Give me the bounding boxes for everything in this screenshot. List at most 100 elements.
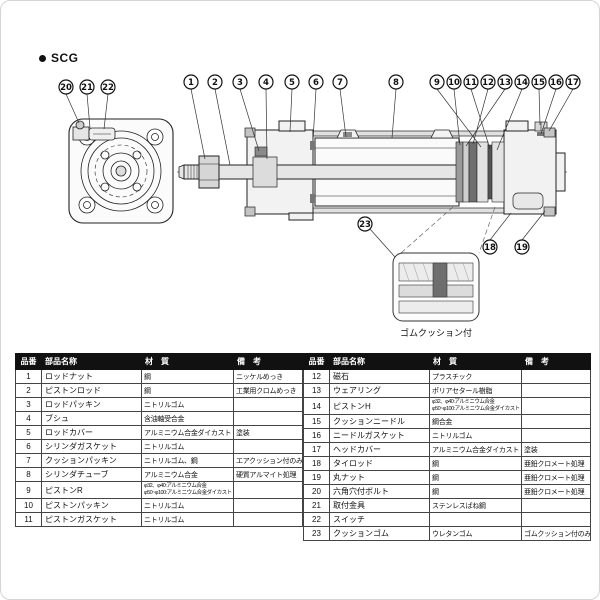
cell-remark: 塗装 bbox=[233, 425, 303, 440]
svg-text:13: 13 bbox=[499, 78, 511, 88]
svg-text:20: 20 bbox=[60, 83, 72, 93]
rod-packing bbox=[254, 146, 268, 157]
cell-remark: ニッケルめっき bbox=[233, 369, 303, 384]
round-nut bbox=[543, 127, 556, 138]
detail-view: ゴムクッション付 bbox=[392, 206, 496, 338]
cell-no: 23 bbox=[303, 526, 330, 541]
cell-no: 22 bbox=[303, 512, 330, 527]
cell-name: ピストンロッド bbox=[41, 383, 142, 398]
cell-no: 19 bbox=[303, 470, 330, 485]
callout-19: 19 bbox=[514, 239, 530, 255]
piston-rod bbox=[183, 164, 459, 180]
cell-no: 9 bbox=[15, 481, 42, 499]
cell-no: 13 bbox=[303, 383, 330, 398]
svg-text:9: 9 bbox=[434, 78, 440, 88]
parts-table-left-header: 品番 部品名称 材 質 備 考 bbox=[15, 353, 303, 370]
cell-remark: ゴムクッション付のみ bbox=[521, 526, 591, 541]
svg-text:18: 18 bbox=[484, 243, 496, 253]
svg-text:14: 14 bbox=[516, 78, 528, 88]
cell-remark bbox=[521, 414, 591, 429]
cell-remark: 工業用クロムめっき bbox=[233, 383, 303, 398]
cell-name: 磁石 bbox=[329, 369, 430, 384]
header-part-name: 部品名称 bbox=[329, 353, 430, 370]
detail-reference-lines bbox=[400, 206, 496, 254]
cushion-detail-area bbox=[512, 192, 544, 210]
cell-remark bbox=[233, 512, 303, 527]
cell-name: クッションパッキン bbox=[41, 453, 142, 468]
cell-no: 4 bbox=[15, 411, 42, 426]
cell-no: 15 bbox=[303, 414, 330, 429]
series-label: SCG bbox=[39, 51, 79, 65]
cell-name: ヘッドカバー bbox=[329, 442, 430, 457]
cell-name: シリンダガスケット bbox=[41, 439, 142, 454]
callout-14: 14 bbox=[514, 74, 530, 90]
svg-text:12: 12 bbox=[482, 78, 494, 88]
cell-remark: エアクッション付のみ bbox=[233, 453, 303, 468]
cell-no: 18 bbox=[303, 456, 330, 471]
svg-text:15: 15 bbox=[533, 78, 545, 88]
cell-no: 10 bbox=[15, 498, 42, 513]
cell-name: ニードルガスケット bbox=[329, 428, 430, 443]
cell-name: ウェアリング bbox=[329, 383, 430, 398]
cell-material: ニトリルゴム bbox=[141, 439, 234, 454]
piston-packing bbox=[455, 141, 464, 203]
svg-text:7: 7 bbox=[337, 78, 343, 88]
cell-name: 取付金具 bbox=[329, 498, 430, 513]
callout-2: 2 bbox=[207, 74, 223, 90]
callout-5: 5 bbox=[284, 74, 300, 90]
callout-7: 7 bbox=[332, 74, 348, 90]
cell-name: クッションニードル bbox=[329, 414, 430, 429]
cell-remark: 亜鉛クロメート処理 bbox=[521, 470, 591, 485]
front-view bbox=[68, 118, 174, 224]
cell-material: 鋼 bbox=[429, 470, 522, 485]
cell-no: 14 bbox=[303, 397, 330, 415]
cell-remark: 亜鉛クロメート処理 bbox=[521, 456, 591, 471]
callout-20: 20 bbox=[58, 79, 74, 95]
series-label-text: SCG bbox=[51, 51, 79, 65]
svg-text:4: 4 bbox=[263, 78, 269, 88]
header-material: 材 質 bbox=[429, 353, 522, 370]
svg-text:21: 21 bbox=[81, 83, 93, 93]
cell-remark bbox=[521, 383, 591, 398]
cell-name: 六角穴付ボルト bbox=[329, 484, 430, 499]
section-view bbox=[177, 120, 569, 221]
port-boss-head-side bbox=[505, 120, 529, 132]
cell-remark bbox=[233, 397, 303, 412]
cell-material: アルミニウム合金ダイカスト bbox=[429, 442, 522, 457]
svg-text:6: 6 bbox=[313, 78, 319, 88]
svg-text:8: 8 bbox=[393, 78, 399, 88]
cell-no: 5 bbox=[15, 425, 42, 440]
svg-text:11: 11 bbox=[465, 78, 477, 88]
cell-name: ロッドカバー bbox=[41, 425, 142, 440]
bore-circles bbox=[80, 130, 162, 212]
callout-11: 11 bbox=[463, 74, 479, 90]
cushion-boss-head-side bbox=[430, 129, 454, 139]
cell-no: 6 bbox=[15, 439, 42, 454]
cell-name: ピストンガスケット bbox=[41, 512, 142, 527]
cell-remark: 硬質アルマイト処理 bbox=[233, 467, 303, 482]
callout-1: 1 bbox=[183, 74, 199, 90]
cell-material: アルミニウム合金ダイカスト bbox=[141, 425, 234, 440]
callout-18: 18 bbox=[482, 239, 498, 255]
callout-15: 15 bbox=[531, 74, 547, 90]
cell-remark bbox=[521, 397, 591, 415]
cell-remark bbox=[233, 498, 303, 513]
cell-name: ピストンH bbox=[329, 397, 430, 415]
bushing bbox=[252, 156, 278, 188]
